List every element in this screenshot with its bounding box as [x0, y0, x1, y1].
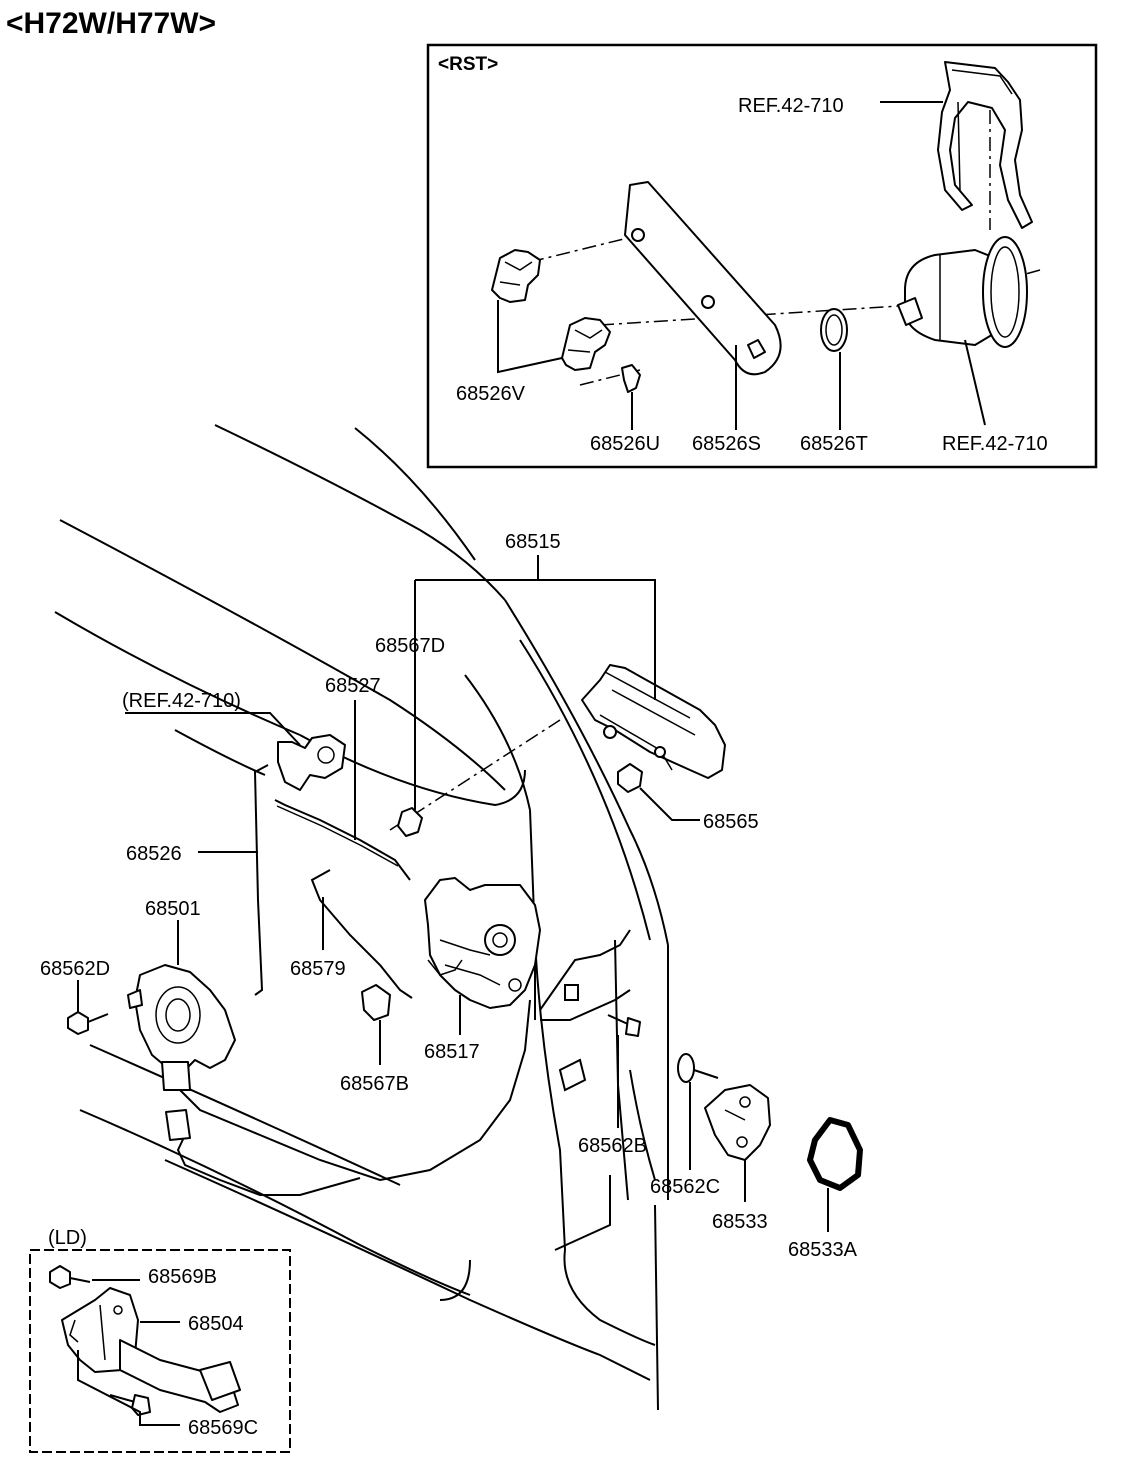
- door-latch-part: [424, 877, 541, 1009]
- leader-line: [125, 712, 301, 746]
- door-body-outline: [54, 424, 669, 1411]
- label-68562D: 68562D: [40, 958, 110, 980]
- label-68533A: 68533A: [788, 1239, 858, 1261]
- label-68526U: 68526U: [590, 433, 660, 455]
- clip-upper-part: [491, 249, 541, 303]
- label-68515: 68515: [505, 531, 561, 553]
- label-ref-top: REF.42-710: [738, 95, 844, 117]
- bolt-68562C-part: [677, 1053, 719, 1083]
- rod-68526-part: [253, 764, 269, 996]
- label-68526V: 68526V: [456, 383, 526, 405]
- label-68567D: 68567D: [375, 635, 445, 657]
- label-68526T: 68526T: [800, 433, 868, 455]
- label-68579: 68579: [290, 958, 346, 980]
- label-68527: 68527: [325, 675, 381, 697]
- rst-inset-title: <RST>: [438, 54, 498, 75]
- diagram-title: <H72W/H77W>: [6, 7, 216, 40]
- clip-68567B-part: [361, 984, 391, 1021]
- door-checker-part: [61, 1287, 241, 1413]
- nut-part: [617, 763, 643, 793]
- gasket-part: [807, 1117, 863, 1191]
- label-68565: 68565: [703, 811, 759, 833]
- label-68567B: 68567B: [340, 1073, 409, 1095]
- ld-inset: (LD) 68569B 68504 68569C: [29, 1227, 291, 1453]
- label-68526: 68526: [126, 843, 182, 865]
- rod-68579-part: [310, 869, 413, 999]
- leader-line: [77, 1350, 180, 1426]
- outer-handle-part: [581, 664, 726, 779]
- wire-harness-part: [179, 999, 531, 1182]
- bolt-68562B-part: [607, 1014, 641, 1037]
- leader-line: [639, 787, 700, 821]
- bolt-68569B-part: [49, 1265, 91, 1289]
- label-68562C: 68562C: [650, 1176, 720, 1198]
- ld-inset-frame: [29, 1249, 291, 1453]
- rst-inset: <RST>: [426, 43, 1098, 469]
- bolt-68569C-part: [109, 1394, 151, 1416]
- label-68501: 68501: [145, 898, 201, 920]
- striker-part: [704, 1084, 771, 1161]
- rod-68527-part: [274, 799, 411, 881]
- label-ref-bottom: REF.42-710: [942, 433, 1048, 455]
- label-ref-42-710: (REF.42-710): [122, 690, 241, 712]
- label-68569B: 68569B: [148, 1266, 217, 1288]
- lock-cylinder-part: [897, 236, 1028, 348]
- plate-part: [624, 181, 782, 376]
- label-68533: 68533: [712, 1211, 768, 1233]
- label-68517: 68517: [424, 1041, 480, 1063]
- ref-bracket-part: [937, 61, 1033, 229]
- ld-inset-title: (LD): [48, 1227, 87, 1249]
- axis-line: [389, 719, 561, 831]
- actuator-part: [127, 964, 236, 1091]
- clip-lower-part: [561, 317, 611, 371]
- label-68504: 68504: [188, 1313, 244, 1335]
- label-68569C: 68569C: [188, 1417, 258, 1439]
- axis-line: [529, 234, 641, 263]
- leader-line: [964, 339, 986, 426]
- leader-line: [497, 300, 563, 374]
- label-68526S: 68526S: [692, 433, 761, 455]
- connector-part: [165, 1109, 191, 1141]
- clip-68567D-part: [397, 807, 423, 837]
- key-cylinder-part: [277, 734, 346, 791]
- spring-clip-part: [621, 364, 641, 393]
- axis-line: [579, 369, 641, 386]
- bolt-68562D-part: [67, 1011, 109, 1035]
- leader-line: [415, 579, 656, 700]
- rst-inset-frame: [426, 43, 1098, 469]
- label-68562B: 68562B: [578, 1135, 647, 1157]
